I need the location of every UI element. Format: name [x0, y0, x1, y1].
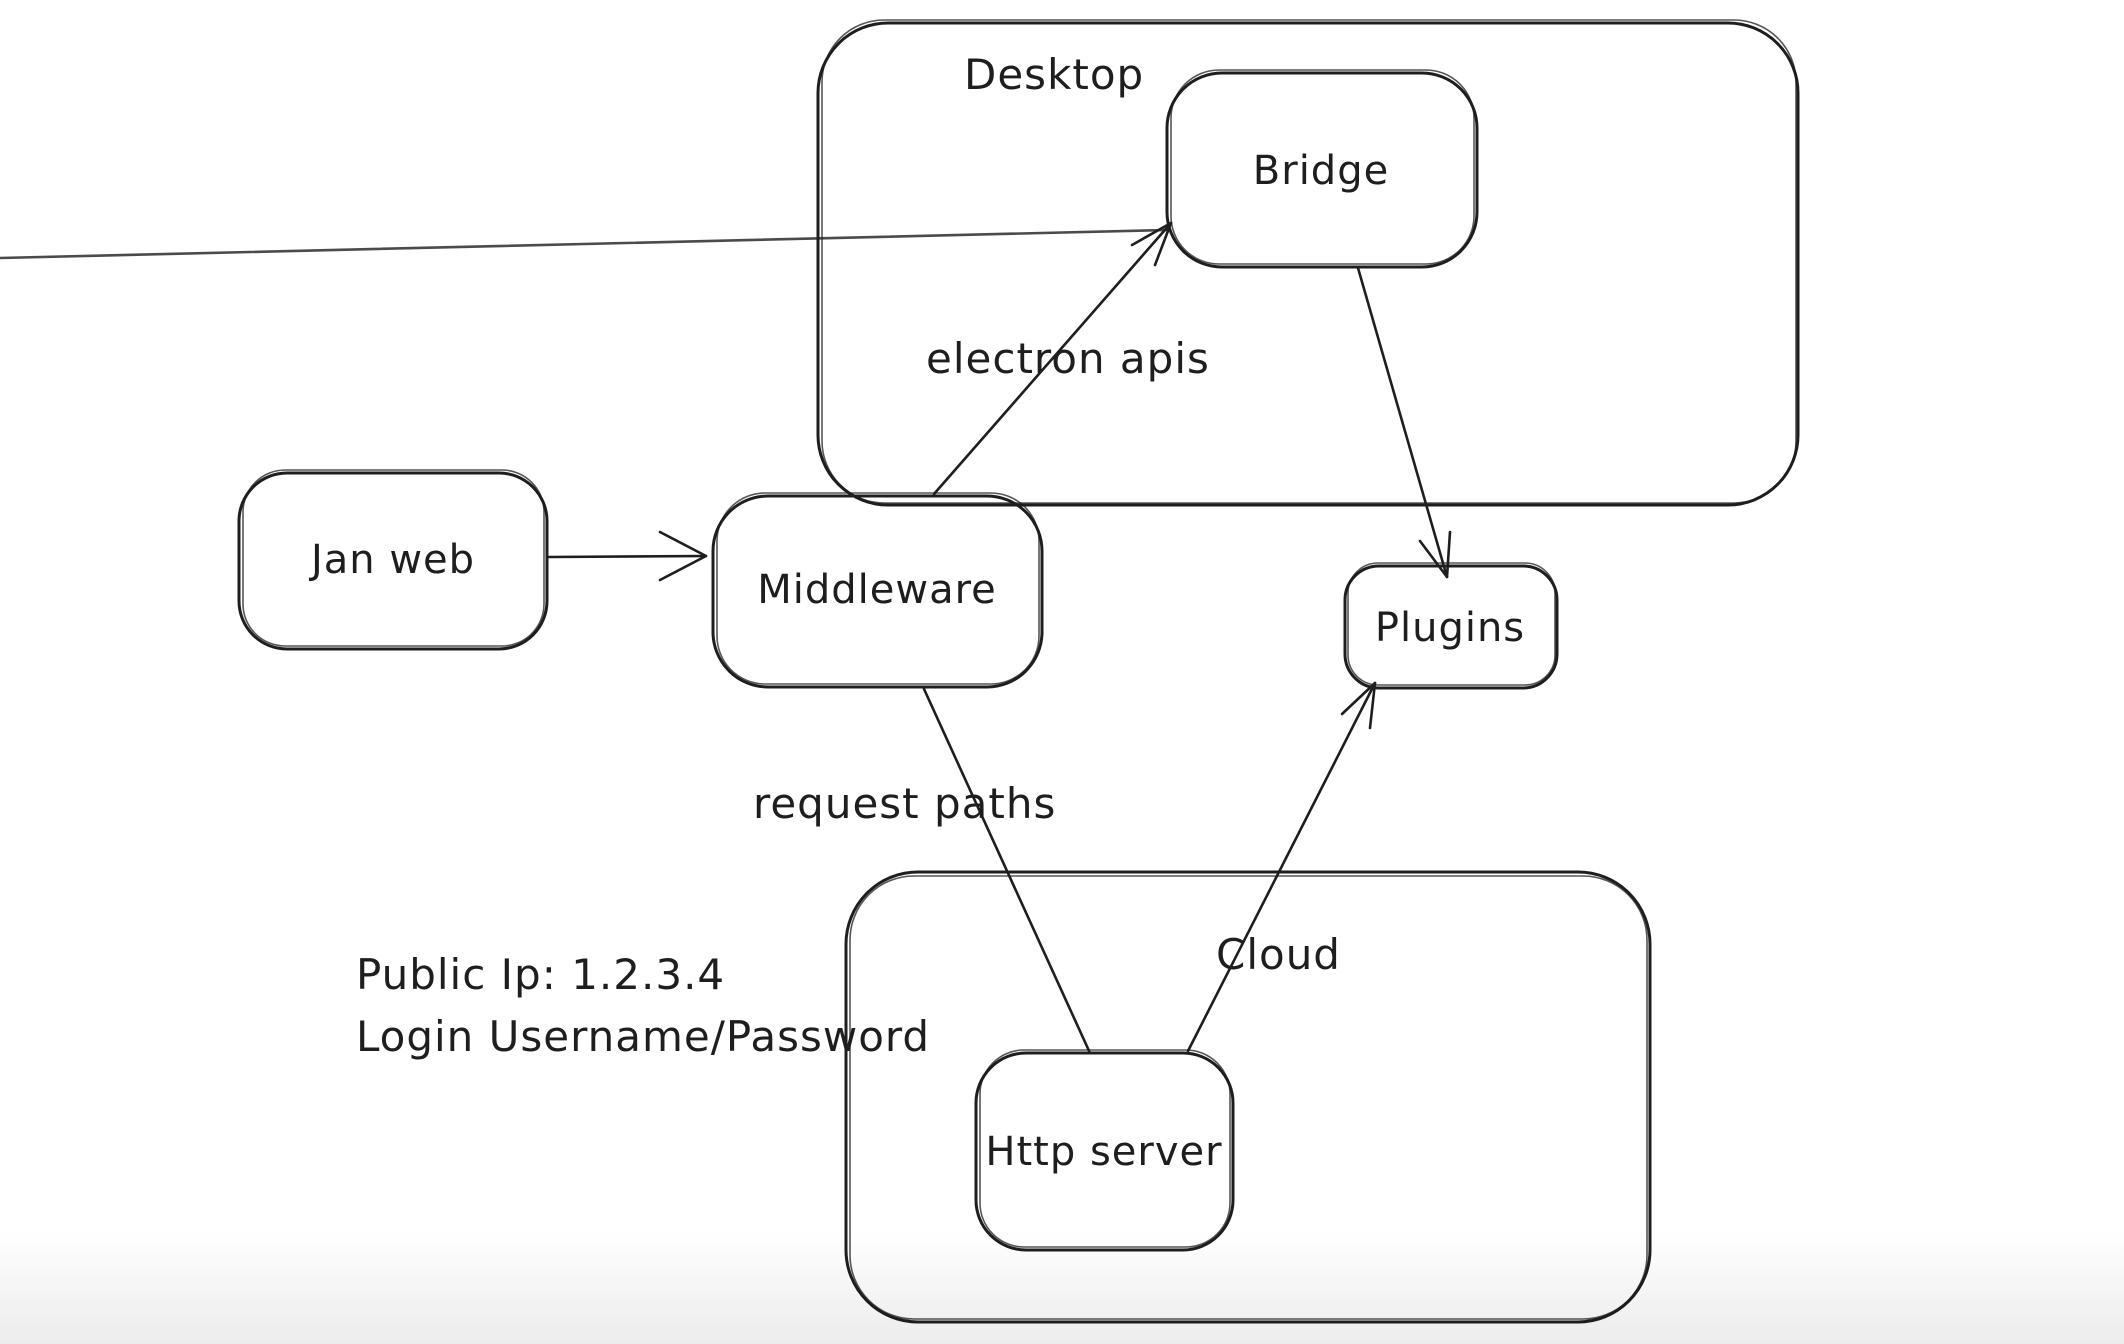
node-plugins-label: Plugins — [1374, 605, 1526, 651]
node-middleware-label: Middleware — [757, 567, 997, 613]
arrowhead-into-plugins-top — [1418, 530, 1452, 579]
edge-bridge-to-plugins — [1356, 266, 1452, 579]
node-plugins-box — [1343, 562, 1559, 690]
edge-label-request-paths: request paths — [753, 779, 1057, 828]
annotation-public-ip: Public Ip: 1.2.3.4 — [356, 950, 726, 999]
node-middleware-box — [711, 492, 1044, 689]
arrowhead-into-middleware — [658, 530, 708, 582]
node-bridge-box — [1165, 69, 1479, 269]
arrowhead-into-plugins-bottom — [1340, 681, 1377, 730]
desktop-container-box — [816, 19, 1800, 507]
annotation-login: Login Username/Password — [356, 1012, 931, 1061]
edge-middleware-to-bridge — [0, 221, 1173, 496]
edge-label-electron-apis: electron apis — [926, 334, 1210, 383]
annotation-notes: Public Ip: 1.2.3.4 Login Username/Passwo… — [356, 944, 930, 1068]
cloud-container-box — [844, 870, 1652, 1324]
node-http-server-label: Http server — [985, 1129, 1223, 1175]
edge-jan-web-to-middleware — [547, 530, 708, 582]
node-jan-web-label: Jan web — [310, 537, 476, 583]
desktop-container-label: Desktop — [964, 50, 1145, 99]
node-bridge-label: Bridge — [1252, 148, 1390, 194]
arrowhead-into-bridge — [1130, 221, 1173, 267]
node-http-server-box — [974, 1049, 1235, 1252]
edge-http-server-to-plugins — [1186, 681, 1377, 1053]
cloud-container-label: Cloud — [1216, 930, 1341, 979]
edge-middleware-to-http-server — [922, 687, 1092, 1055]
node-jan-web-box — [237, 469, 549, 651]
